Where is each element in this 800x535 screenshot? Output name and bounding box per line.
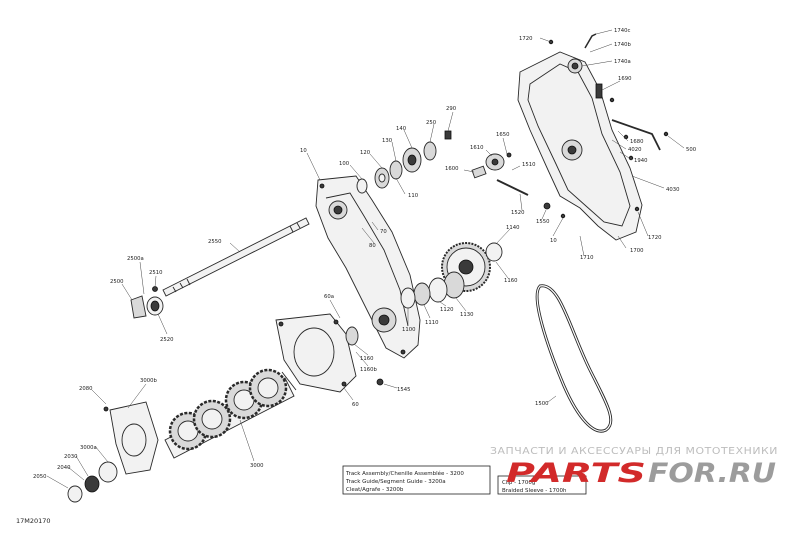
clip-note-box: Clip - 1700g Braided Sleeve - 1700h: [497, 475, 587, 495]
ref-1940: 1940: [634, 158, 648, 164]
ref-1160: 1160: [504, 278, 518, 284]
ref-1740b: 1740b: [614, 42, 631, 48]
ref-2080: 2080: [79, 386, 93, 392]
ref-500: 500: [686, 147, 697, 153]
ref-4030: 4030: [666, 187, 680, 193]
washer-1100: [400, 287, 416, 309]
ref-1545: 1545: [397, 387, 410, 393]
bearing-2040: [84, 475, 100, 493]
ref-1680: 1680: [630, 139, 644, 145]
gasket-plate-60: [275, 313, 357, 393]
chaincase-housing: [315, 175, 421, 359]
ref-80: 80: [369, 243, 376, 249]
ref-1710: 1710: [580, 255, 594, 261]
track-note-line-2: Track Guide/Segment Guide - 3200a: [345, 479, 446, 485]
clip-note-line-1: Clip - 1700g: [502, 480, 535, 486]
ref-1720b: 1720: [648, 235, 662, 241]
ring-1110: [413, 282, 431, 306]
ref-1520: 1520: [511, 210, 525, 216]
ref-2500: 2500: [110, 279, 124, 285]
ref-110: 110: [408, 193, 419, 199]
ref-1160a: 1160: [360, 356, 374, 362]
ref-1500: 1500: [535, 401, 549, 407]
tensioner-assembly: [471, 152, 551, 210]
ref-1600: 1600: [445, 166, 459, 172]
ref-1720: 1720: [519, 36, 533, 42]
drive-shaft: [162, 217, 310, 297]
diagram-id: 17M20170: [16, 517, 51, 525]
bolt-2510: [152, 286, 158, 292]
ref-2550: 2550: [208, 239, 222, 245]
reference-labels: 1720 1740c 1740b 1740a 1690 290 250 140 …: [33, 28, 697, 480]
track-note-box: Track Assembly/Chenille Assemblée - 3200…: [342, 465, 491, 495]
bearing-1160: [485, 242, 503, 262]
ref-2520: 2520: [160, 337, 174, 343]
ref-100: 100: [339, 161, 350, 167]
ref-1700: 1700: [630, 248, 644, 254]
ref-2500a: 2500a: [127, 256, 144, 262]
ref-10b: 10: [550, 238, 557, 244]
leader-lines: [46, 29, 685, 489]
ref-2040: 2040: [57, 465, 71, 471]
plug-1545: [376, 378, 384, 386]
ref-2050: 2050: [33, 474, 47, 480]
ref-140: 140: [396, 126, 407, 132]
ref-290: 290: [446, 106, 457, 112]
clip-note-line-2: Braided Sleeve - 1700h: [502, 488, 567, 494]
ref-2510: 2510: [149, 270, 163, 276]
ref-1140: 1140: [506, 225, 520, 231]
ref-1130: 1130: [460, 312, 474, 318]
ref-1100: 1100: [402, 327, 416, 333]
ref-2030: 2030: [64, 454, 78, 460]
circlip-2050: [67, 485, 83, 503]
ref-10: 10: [300, 148, 307, 154]
ref-1550: 1550: [536, 219, 550, 225]
watermark-tagline: ЗАПЧАСТИ И АКСЕССУАРЫ ДЛЯ МОТОТЕХНИКИ: [490, 446, 778, 457]
ref-70: 70: [380, 229, 387, 235]
ref-130: 130: [382, 138, 393, 144]
upper-sprocket-stack: [356, 130, 452, 194]
drive-axle-3000: [164, 368, 297, 459]
seal-1160: [345, 326, 359, 346]
drive-chain-1500: [535, 284, 613, 433]
bearing-1130: [443, 271, 465, 299]
watermark-brand-red: PARTS: [506, 458, 646, 489]
ref-4020: 4020: [628, 147, 642, 153]
ref-1160b: 1160b: [360, 367, 377, 373]
ref-3000: 3000: [250, 463, 264, 469]
bearing-2520: [146, 296, 164, 316]
ref-120: 120: [360, 150, 371, 156]
chaincase-cover: [517, 33, 669, 241]
bearing-housing-plate: [103, 401, 159, 475]
ref-1740c: 1740c: [614, 28, 630, 34]
ref-60: 60: [352, 402, 359, 408]
ref-3000b: 3000b: [140, 378, 157, 384]
ref-1110: 1110: [425, 320, 439, 326]
ref-1610: 1610: [470, 145, 484, 151]
watermark: ЗАПЧАСТИ И АКСЕССУАРЫ ДЛЯ МОТОТЕХНИКИ PA…: [490, 446, 778, 489]
seal-3000a: [98, 461, 118, 483]
ref-1690: 1690: [618, 76, 632, 82]
ref-1650: 1650: [496, 132, 510, 138]
ref-3000a: 3000a: [80, 445, 97, 451]
ref-1120: 1120: [440, 307, 454, 313]
bracket-2500: [130, 295, 147, 319]
track-note-line-1: Track Assembly/Chenille Assemblée - 3200: [345, 470, 464, 477]
bearing-1120: [428, 277, 448, 303]
watermark-brand-gray: FOR.RU: [648, 458, 776, 489]
ref-250: 250: [426, 120, 437, 126]
ref-1740a: 1740a: [614, 59, 631, 65]
ref-1510: 1510: [522, 162, 536, 168]
track-note-line-3: Cleat/Agrafe - 3200b: [346, 487, 404, 493]
ref-60a: 60a: [324, 294, 334, 300]
